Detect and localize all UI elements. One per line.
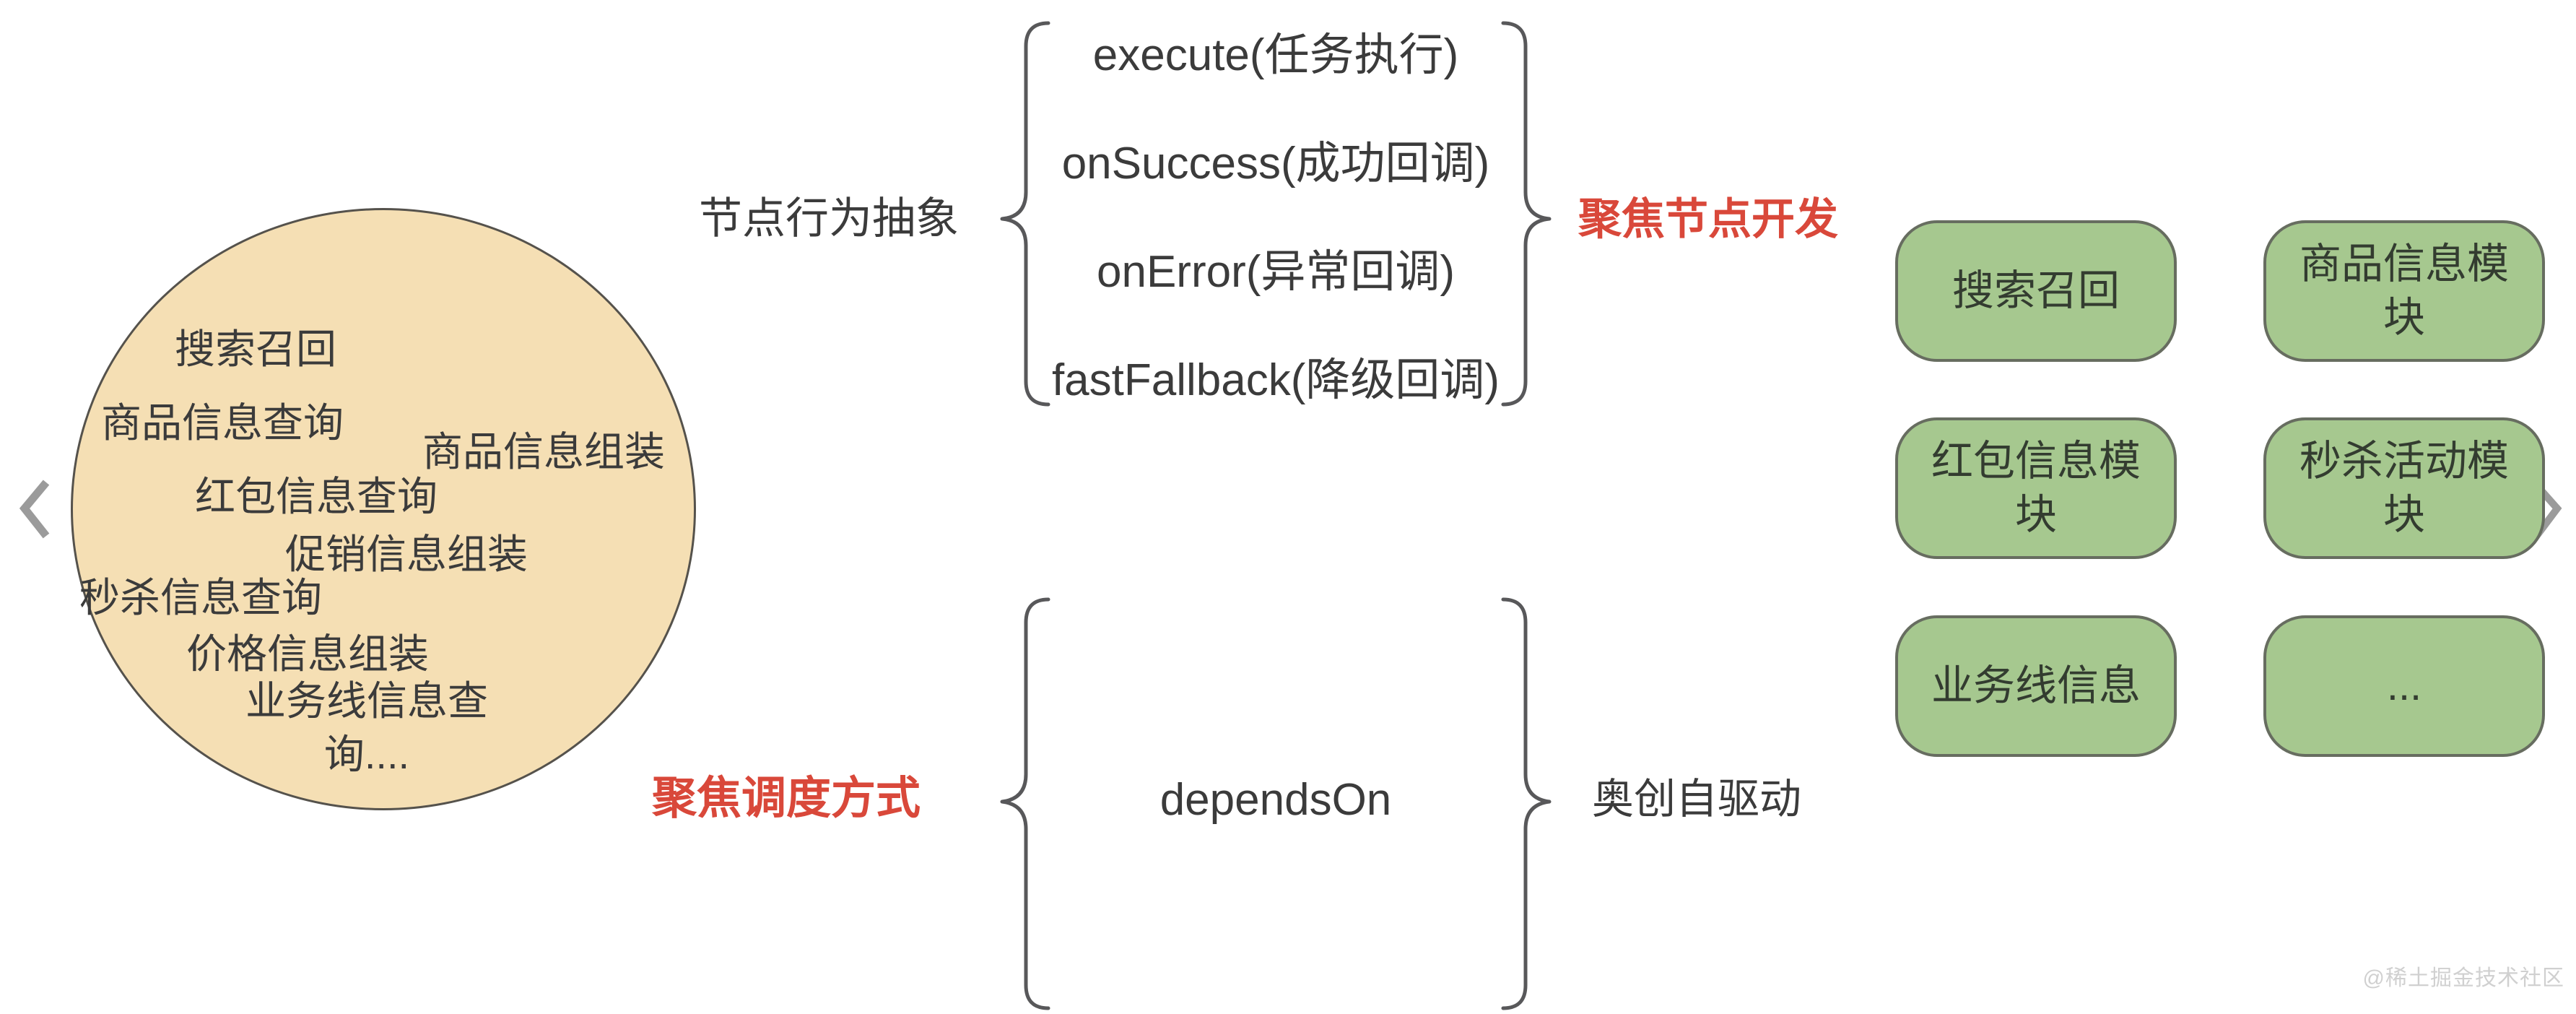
circle-task-label: 促销信息组装 — [285, 532, 528, 577]
method-fastfallback: fastFallback(降级回调) — [1051, 355, 1500, 405]
module-card: ... — [2263, 615, 2545, 757]
circle-task-label: 业务线信息查询.... — [245, 678, 488, 777]
module-card: 秒杀活动模块 — [2263, 417, 2545, 559]
watermark: @稀土掘金技术社区 — [2362, 966, 2564, 990]
method-onsuccess: onSuccess(成功回调) — [1061, 139, 1490, 188]
circle-task-label: 红包信息查询 — [195, 474, 438, 519]
module-card: 红包信息模块 — [1895, 417, 2177, 559]
depends-on-label: dependsOn — [1159, 775, 1392, 825]
circle-task-label: 搜索召回 — [175, 326, 336, 372]
method-onerror: onError(异常回调) — [1096, 247, 1455, 297]
circle-task-label: 商品信息查询 — [101, 400, 344, 446]
node-methods-group: execute(任务执行) onSuccess(成功回调) onError(异常… — [1026, 32, 1526, 404]
carousel-prev-button[interactable] — [13, 468, 59, 552]
module-card: 商品信息模块 — [2263, 220, 2545, 362]
aochuang-self-driven-label: 奥创自驱动 — [1592, 776, 1802, 823]
focus-node-dev-label: 聚焦节点开发 — [1578, 195, 1838, 243]
circle-task-label: 商品信息组装 — [422, 429, 665, 474]
chevron-left-icon — [19, 480, 50, 539]
circle-task-label: 秒杀信息查询 — [79, 575, 322, 620]
focus-scheduling-label: 聚焦调度方式 — [652, 774, 921, 823]
module-card: 业务线信息 — [1895, 615, 2177, 757]
method-execute: execute(任务执行) — [1092, 30, 1459, 80]
task-pool-circle — [71, 208, 696, 810]
node-behavior-label: 节点行为抽象 — [699, 194, 959, 243]
circle-task-label: 价格信息组装 — [186, 631, 429, 677]
module-card: 搜索召回 — [1895, 220, 2177, 362]
